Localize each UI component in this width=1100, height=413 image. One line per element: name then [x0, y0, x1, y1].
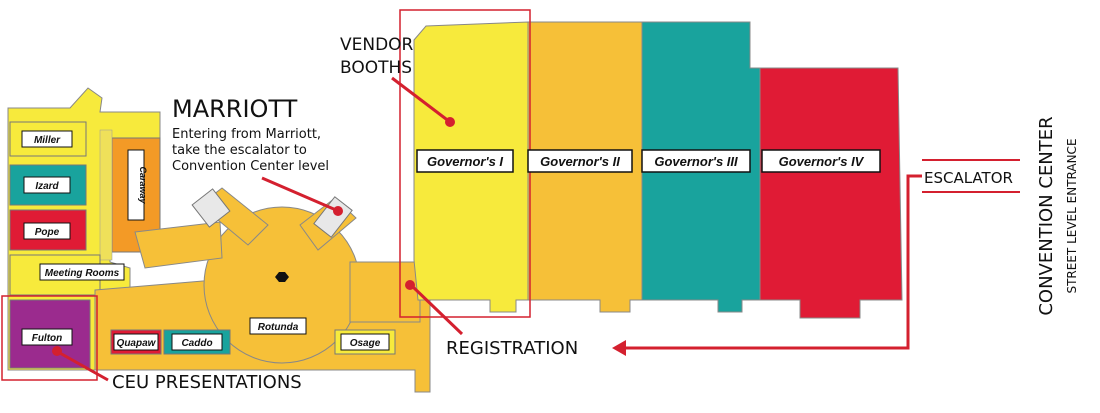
registration-dot: [405, 280, 415, 290]
escalator-arrow-line: [624, 174, 922, 350]
rotunda-wing-w: [134, 221, 223, 269]
ceu-pointer: [57, 350, 109, 382]
marriott-line1: Entering from Marriott,: [172, 127, 321, 142]
quapaw-label-box: [113, 333, 159, 351]
convention-center-label: CONVENTION CENTER: [1036, 116, 1057, 315]
escalator-nw[interactable]: [191, 188, 231, 228]
escalator-label: ESCALATOR: [924, 169, 1013, 187]
izard-label: Izard: [35, 181, 59, 192]
gov2-label-box: [527, 149, 633, 173]
ceu-dot: [52, 346, 62, 356]
meeting-label-box: [39, 263, 125, 281]
meeting-label: Meeting Rooms: [45, 268, 120, 279]
registration-label: REGISTRATION: [446, 338, 578, 359]
osage-label: Osage: [350, 338, 381, 349]
gov1-label-box: [416, 149, 514, 173]
marriott-line3: Convention Center level: [172, 159, 329, 174]
vendor-line2: BOOTHS: [340, 58, 412, 78]
quapaw-label: Quapaw: [117, 338, 157, 349]
osage-label-box: [340, 333, 390, 351]
governors-iv-hall[interactable]: [759, 67, 903, 319]
miller-label: Miller: [34, 135, 61, 146]
hall-labels: Governor's I Governor's II Governor's II…: [416, 149, 881, 173]
marriott-title: MARRIOTT: [172, 95, 298, 123]
fulton-label-box: [21, 328, 73, 346]
izard-label-box: [23, 176, 71, 194]
marriott-line2: take the escalator to: [172, 143, 307, 158]
gov3-label: Governor's III: [654, 154, 738, 169]
ceu-label: CEU PRESENTATIONS: [112, 372, 302, 393]
caraway-label-box: [127, 149, 145, 221]
vendor-line1: VENDOR: [340, 35, 414, 55]
connector-to-hall: [349, 261, 421, 323]
rotunda-label-box: [249, 317, 307, 335]
street-entrance-label: STREET LEVEL ENTRANCE: [1065, 138, 1079, 293]
gov3-label-box: [641, 149, 751, 173]
miller-label-box: [21, 130, 73, 148]
corridor-strip: [99, 129, 113, 261]
escalator-arrowhead: [612, 340, 626, 356]
gov4-label-box: [761, 149, 881, 173]
caddo-label: Caddo: [181, 338, 212, 349]
gov1-label: Governor's I: [427, 154, 503, 169]
pope-label-box: [23, 222, 71, 240]
room-labels: Miller Izard Pope Meeting Rooms Fulton Q…: [21, 130, 396, 355]
gov2-label: Governor's II: [540, 154, 620, 169]
vendor-pointer: [391, 76, 451, 124]
rotunda-label: Rotunda: [258, 322, 299, 333]
pope-label: Pope: [35, 227, 60, 238]
marriott-pointer: [261, 176, 337, 212]
marriott-dot: [333, 206, 343, 216]
registration-pointer: [410, 284, 464, 336]
gov4-label: Governor's IV: [779, 154, 865, 169]
fulton-label: Fulton: [32, 333, 63, 344]
caraway-label: Caraway: [138, 166, 148, 204]
escalator-ne[interactable]: [313, 196, 353, 238]
vendor-dot: [445, 117, 455, 127]
caddo-label-box: [171, 333, 223, 351]
pointers: [57, 76, 1020, 382]
ceu-highlight-box: [1, 295, 98, 381]
rotunda-center-marker: [275, 272, 289, 282]
